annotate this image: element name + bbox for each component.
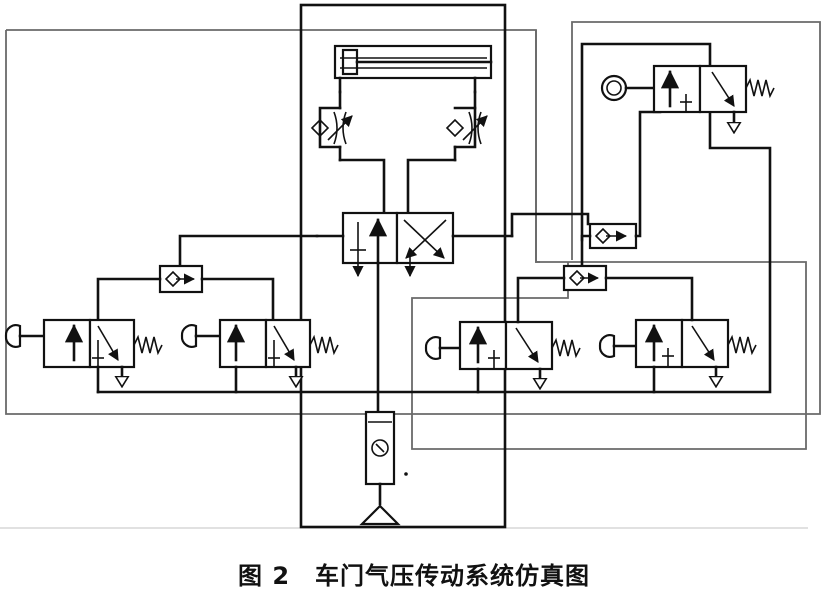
air-source [359,410,408,526]
pneumatic-diagram [0,3,821,529]
roller-valve [580,42,775,242]
gray-frames [5,3,821,529]
figure-caption: 图 2 车门气压传动系统仿真图 [237,562,591,590]
manual-valve-4 [598,318,757,394]
throttle-valve-left [310,90,353,162]
shuttle-valve-left [96,234,319,324]
manual-valve-2 [180,318,339,394]
line-cyl-a [338,158,386,215]
throttle-valve-right [445,90,488,162]
shuttle-valve-right-lower [516,264,694,324]
manual-valve-1 [4,318,163,394]
line-cyl-b [406,158,457,215]
main-valve [315,211,514,278]
manual-valve-3 [424,320,581,394]
supply-rail [96,110,772,394]
cylinder [333,44,493,94]
shuttle-valve-right-upper [510,110,662,268]
